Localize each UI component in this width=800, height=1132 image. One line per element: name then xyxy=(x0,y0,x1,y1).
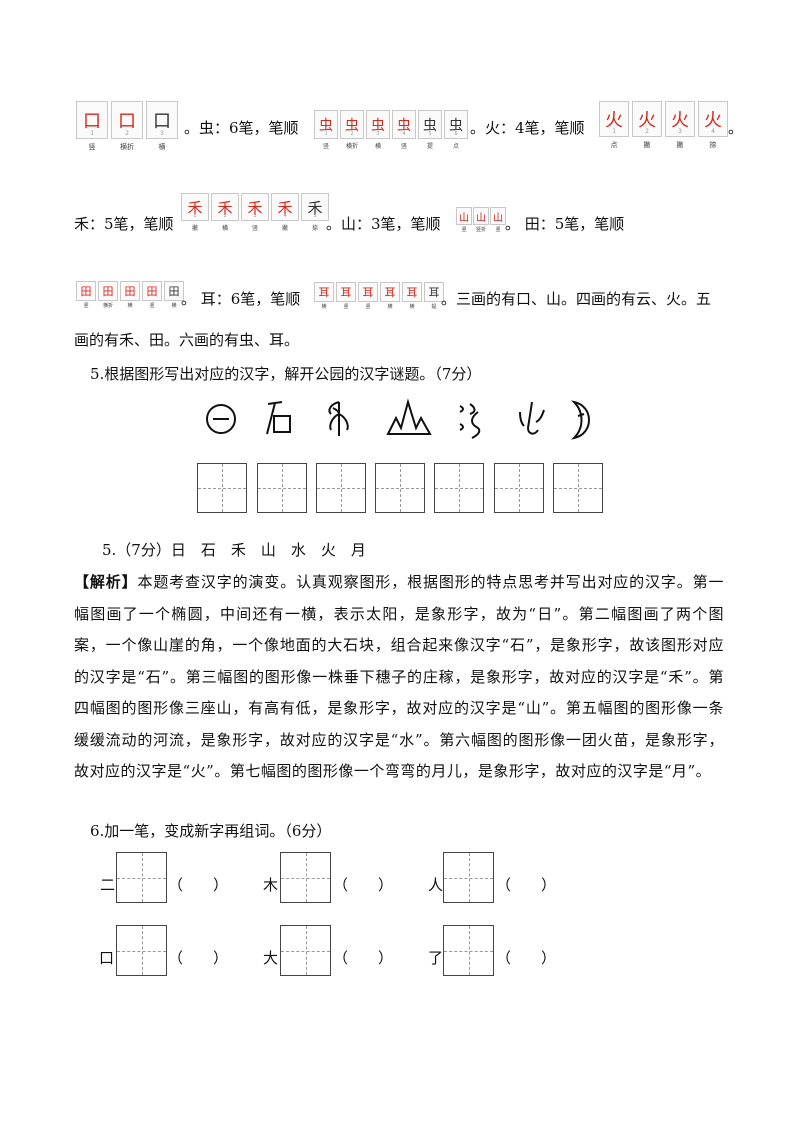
analysis-text: 本题考查汉字的演变。认真观察图形，根据图形的特点思考并写出对应的汉字。第一幅图画… xyxy=(74,573,724,780)
q6-char: 人 xyxy=(428,876,444,894)
fire-pictograph-icon xyxy=(519,401,545,435)
answer-grid[interactable] xyxy=(257,463,307,513)
answer-grid[interactable] xyxy=(316,463,366,513)
answer-grid[interactable] xyxy=(553,463,603,513)
line2-tian-text: 。 田：5笔，笔顺 xyxy=(505,215,625,233)
answer-grid[interactable] xyxy=(494,463,544,513)
line2-he-text: 禾：5笔，笔顺 xyxy=(74,215,174,233)
line1-huo-text: 。火：4笔，笔顺 xyxy=(470,119,585,137)
water-pictograph-icon xyxy=(459,403,481,439)
q6-char: 口 xyxy=(99,949,115,967)
q6-char: 大 xyxy=(263,949,279,967)
q6-char: 二 xyxy=(100,876,116,894)
line2-shan-text: 。山：3笔，笔顺 xyxy=(326,215,441,233)
line1-chong-text: 。虫：6笔，笔顺 xyxy=(184,119,299,137)
line3-summary: 。三画的有口、山。四画的有云、火。五 xyxy=(441,290,712,308)
moon-pictograph-icon xyxy=(570,400,590,440)
q6-char: 了 xyxy=(428,949,444,967)
stroke-order-tian: 田竖 田横折 田横 田竖 田横 xyxy=(76,281,184,309)
answer-grid[interactable] xyxy=(443,925,494,976)
question-5-title: 5.根据图形写出对应的汉字，解开公园的汉字谜题。（7分） xyxy=(90,365,482,383)
analysis-paragraph: 【解析】本题考查汉字的演变。认真观察图形，根据图形的特点思考并写出对应的汉字。第… xyxy=(74,567,724,788)
stone-pictograph-icon xyxy=(266,401,291,435)
answer-grid[interactable] xyxy=(197,463,247,513)
answer-grid[interactable] xyxy=(443,852,494,903)
answer-grid[interactable] xyxy=(280,925,331,976)
stroke-order-shan: 山竖 山竖折 山竖 xyxy=(456,207,506,233)
answer-grid[interactable] xyxy=(375,463,425,513)
word-blank[interactable]: （ ） xyxy=(168,876,229,894)
sun-pictograph-icon xyxy=(206,404,236,434)
word-blank[interactable]: （ ） xyxy=(496,949,557,967)
mountain-pictograph-icon xyxy=(386,398,432,435)
answer-grid[interactable] xyxy=(280,852,331,903)
q6-char: 木 xyxy=(263,876,279,894)
line1-end: 。 xyxy=(728,119,744,137)
word-blank[interactable]: （ ） xyxy=(168,949,229,967)
grain-pictograph-icon xyxy=(328,401,349,436)
answer-grid[interactable] xyxy=(116,852,167,903)
pictograph-row xyxy=(206,398,590,440)
question-6-title: 6.加一笔，变成新字再组词。（6分） xyxy=(90,822,332,840)
stroke-order-er: 耳横 耳竖 耳竖 耳横 耳横 耳提 xyxy=(314,282,444,310)
word-blank[interactable]: （ ） xyxy=(496,876,557,894)
line4-summary: 画的有禾、田。六画的有虫、耳。 xyxy=(74,331,300,349)
word-blank[interactable]: （ ） xyxy=(333,876,394,894)
answer-grid[interactable] xyxy=(116,925,167,976)
analysis-label: 【解析】 xyxy=(74,573,138,591)
answer-5: 5.（7分）日 石 禾 山 水 火 月 xyxy=(102,541,366,559)
line3-er-text: 。 耳：6笔，笔顺 xyxy=(181,290,301,308)
answer-grid[interactable] xyxy=(434,463,484,513)
word-blank[interactable]: （ ） xyxy=(333,949,394,967)
